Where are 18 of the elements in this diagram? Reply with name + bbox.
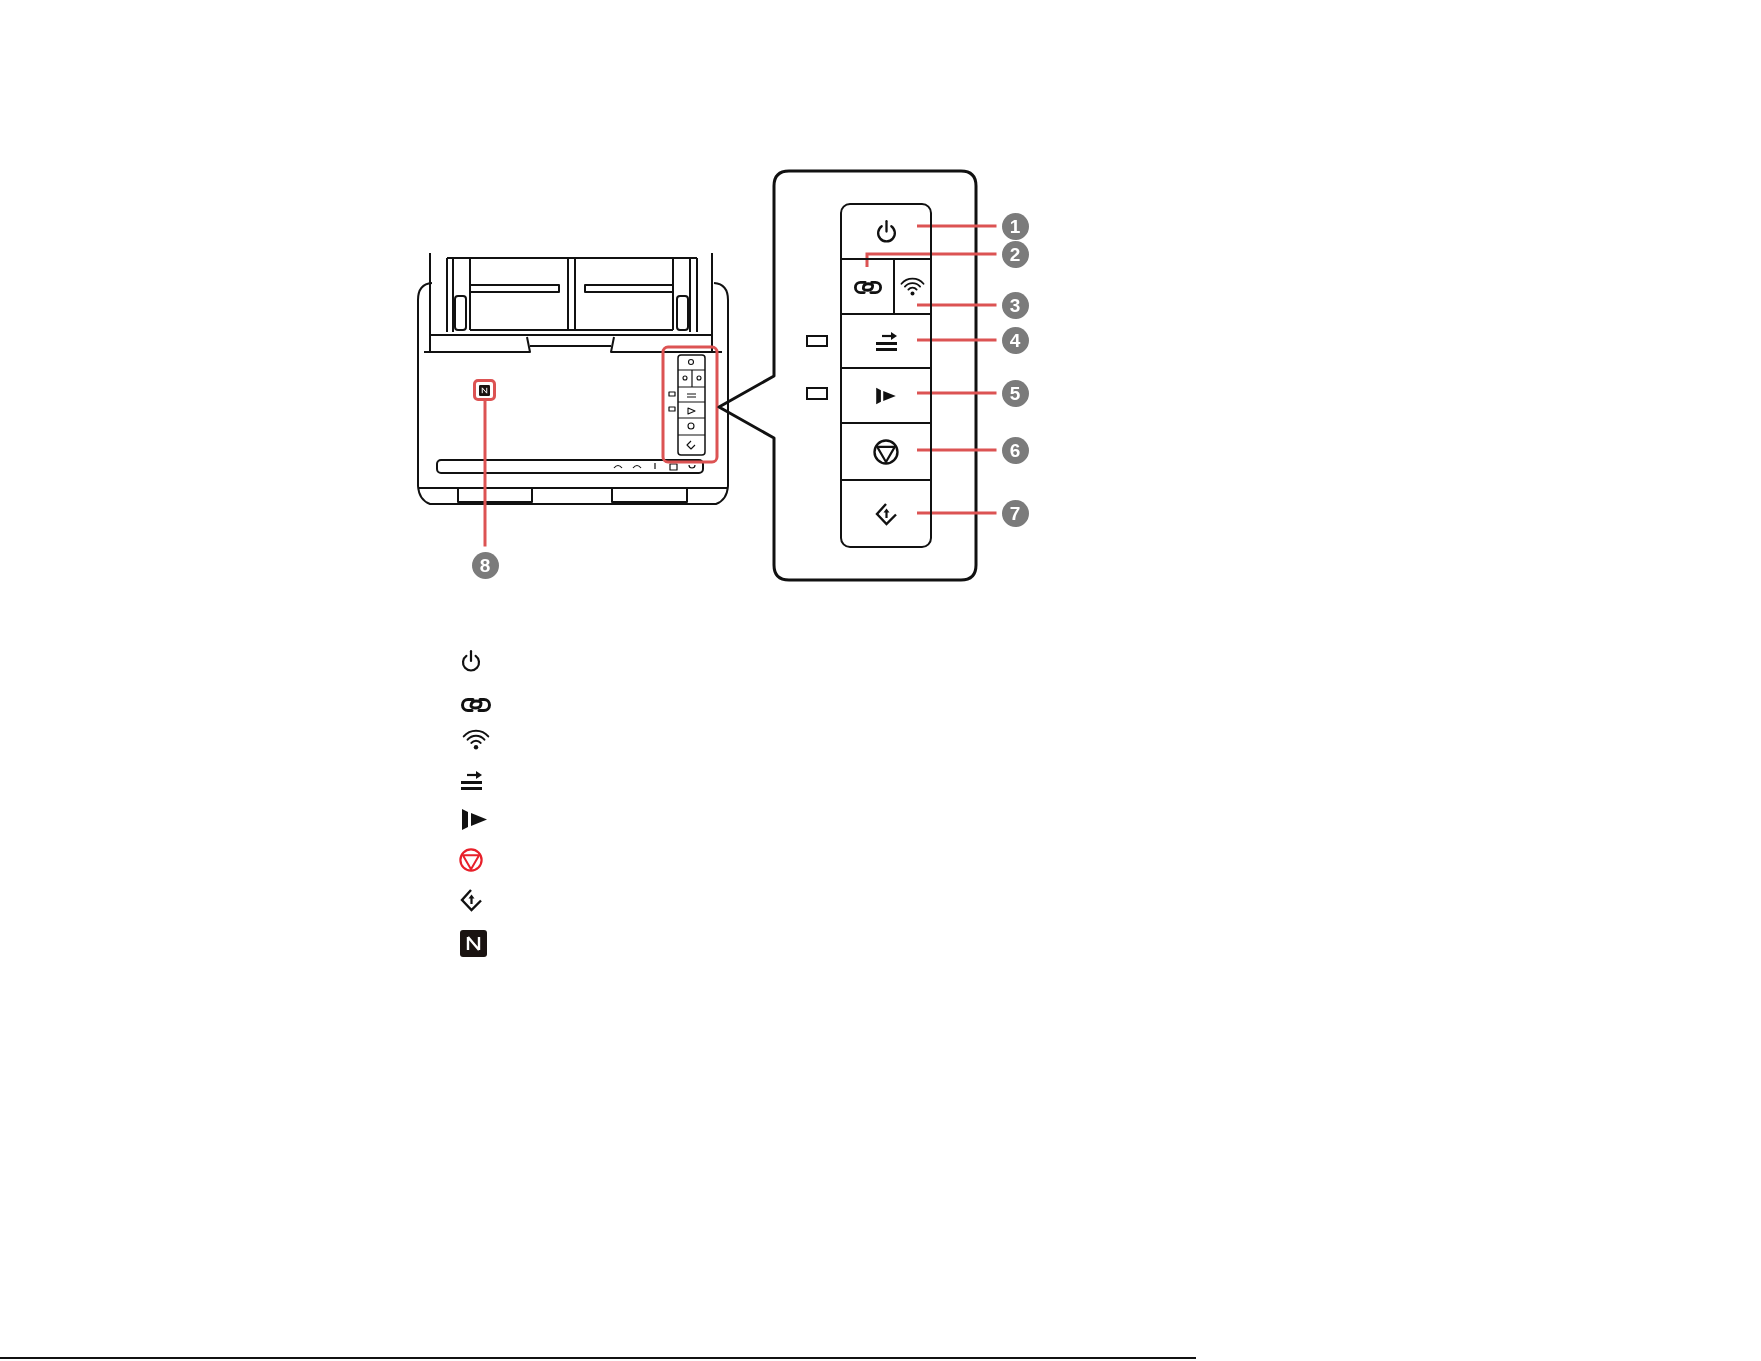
callout-number: 6: [1001, 436, 1029, 464]
callout-number: 4: [1001, 326, 1029, 354]
callout-number: 2: [1001, 240, 1029, 268]
leader-line: [483, 401, 487, 547]
leader-line: [917, 448, 997, 452]
highlight-frame: [473, 379, 496, 401]
leader-line: [917, 224, 997, 228]
callout-number: 5: [1001, 379, 1029, 407]
leader-line: [917, 391, 997, 395]
leader-line: [917, 338, 997, 342]
panel-button: [893, 258, 930, 313]
callout-number: 8: [471, 551, 499, 579]
leader-line: [917, 303, 997, 307]
leader-line: [917, 511, 997, 515]
callout-number: 1: [1001, 212, 1029, 240]
callout-number: 3: [1001, 291, 1029, 319]
leader-line: [865, 252, 997, 267]
callout-number: 7: [1001, 499, 1029, 527]
